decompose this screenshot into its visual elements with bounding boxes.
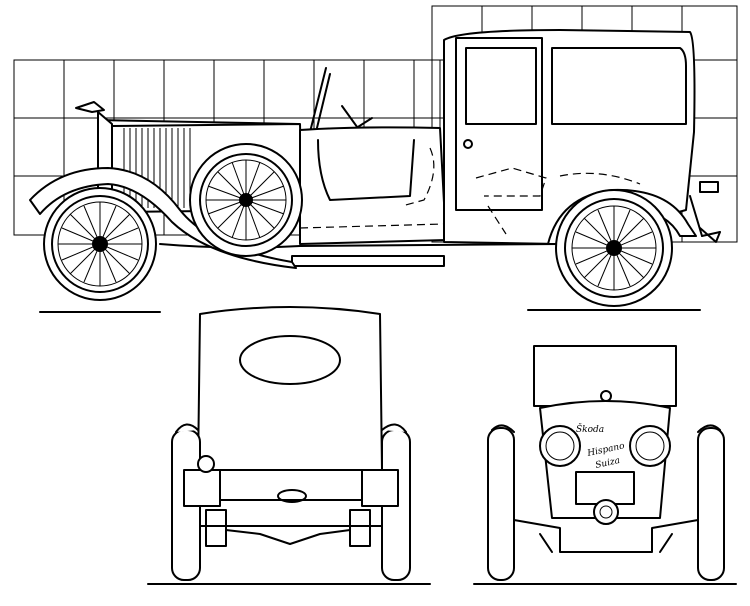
rear-view [147,306,431,585]
front-view: Škoda Hispano Suiza [473,345,737,585]
front-axle [513,519,699,553]
door [455,37,543,211]
rear-window-oval [239,335,341,385]
front-right-tyre [697,427,725,581]
side-view [13,5,738,313]
front-left-tyre [487,427,515,581]
door-window [465,47,537,125]
running-board [291,255,445,267]
radiator-cap [600,390,612,402]
rear-window [551,47,687,125]
body [299,126,447,245]
front-fender [29,167,297,269]
hood-mascot [75,101,105,113]
rear-wheel [555,189,673,307]
rear-axle [199,499,383,527]
starting-crank [593,499,619,525]
front-wheel [43,187,157,301]
rear-rack [689,181,721,243]
differential [277,489,307,503]
door-handle[interactable] [463,139,473,149]
rear-body-shell [197,306,383,471]
badge-text: Škoda [576,423,604,435]
spare-wheel [189,143,303,257]
